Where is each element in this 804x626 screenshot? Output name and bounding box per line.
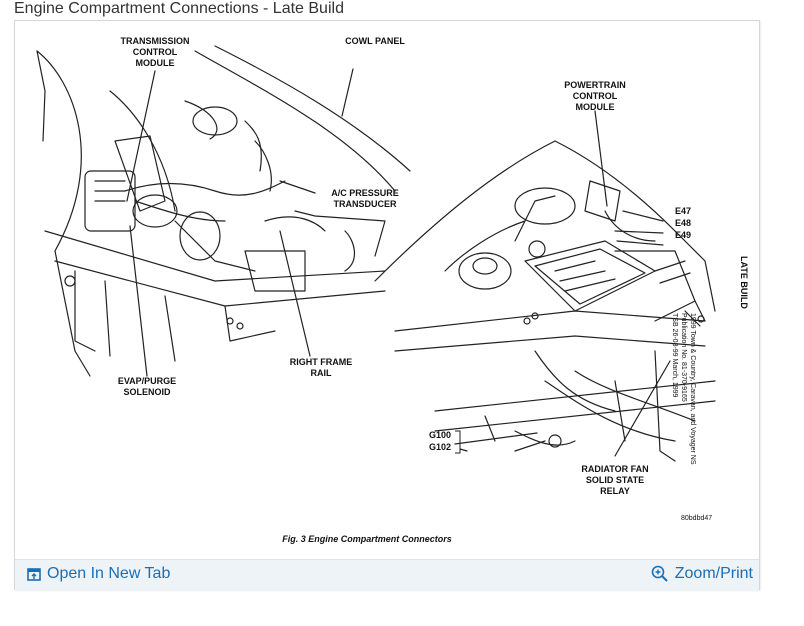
open-in-new-tab-icon bbox=[27, 567, 41, 581]
figure-card: TRANSMISSION CONTROL MODULE COWL PANEL P… bbox=[14, 20, 760, 590]
svg-text:Publication No. 81-370-9165: Publication No. 81-370-9165 bbox=[680, 313, 687, 402]
svg-text:MODULE: MODULE bbox=[136, 58, 175, 68]
svg-text:CONTROL: CONTROL bbox=[133, 47, 178, 57]
label-ac-pressure-transducer: A/C PRESSURE TRANSDUCER bbox=[331, 188, 399, 209]
zoom-print-label: Zoom/Print bbox=[674, 565, 753, 582]
svg-text:MODULE: MODULE bbox=[576, 102, 615, 112]
label-transmission-control-module: TRANSMISSION CONTROL MODULE bbox=[120, 36, 189, 68]
label-e48: E48 bbox=[675, 218, 691, 228]
svg-text:A/C PRESSURE: A/C PRESSURE bbox=[331, 188, 399, 198]
figure-caption: Fig. 3 Engine Compartment Connectors bbox=[282, 534, 452, 544]
late-build-side-label: LATE BUILD bbox=[739, 256, 749, 309]
figure-toolbar: Open In New Tab Zoom/Print bbox=[15, 559, 759, 590]
label-radiator-fan-relay: RADIATOR FAN SOLID STATE RELAY bbox=[581, 464, 648, 496]
svg-text:SOLID STATE: SOLID STATE bbox=[586, 475, 644, 485]
open-in-new-tab-link[interactable]: Open In New Tab bbox=[27, 565, 170, 583]
diagram-line-art bbox=[36, 45, 716, 462]
svg-text:EVAP/PURGE: EVAP/PURGE bbox=[118, 376, 176, 386]
label-cowl-panel: COWL PANEL bbox=[345, 36, 405, 46]
label-powertrain-control-module: POWERTRAIN CONTROL MODULE bbox=[564, 80, 626, 112]
svg-text:CONTROL: CONTROL bbox=[573, 91, 618, 101]
svg-text:1999 Town & Country, Caravan,: 1999 Town & Country, Caravan, and Voyage… bbox=[689, 313, 696, 465]
publication-note: 1999 Town & Country, Caravan, and Voyage… bbox=[671, 313, 696, 465]
label-g102: G102 bbox=[429, 442, 451, 452]
svg-text:RELAY: RELAY bbox=[600, 486, 630, 496]
label-right-frame-rail: RIGHT FRAME RAIL bbox=[290, 357, 353, 378]
label-g100: G100 bbox=[429, 430, 451, 440]
engine-compartment-diagram[interactable]: TRANSMISSION CONTROL MODULE COWL PANEL P… bbox=[15, 21, 759, 557]
page-title: Engine Compartment Connections - Late Bu… bbox=[14, 0, 344, 17]
magnifier-plus-icon bbox=[651, 565, 669, 583]
label-e49: E49 bbox=[675, 230, 691, 240]
open-in-new-tab-label: Open In New Tab bbox=[47, 565, 171, 582]
label-evap-purge-solenoid: EVAP/PURGE SOLENOID bbox=[118, 376, 176, 397]
svg-text:RADIATOR FAN: RADIATOR FAN bbox=[581, 464, 648, 474]
zoom-print-link[interactable]: Zoom/Print bbox=[651, 565, 753, 583]
image-code: 80bdbd47 bbox=[681, 515, 712, 522]
svg-text:POWERTRAIN: POWERTRAIN bbox=[564, 80, 626, 90]
svg-text:SOLENOID: SOLENOID bbox=[123, 387, 171, 397]
svg-text:TSB 26-03-99 March, 1999: TSB 26-03-99 March, 1999 bbox=[671, 313, 678, 398]
svg-text:RAIL: RAIL bbox=[311, 368, 332, 378]
svg-text:RIGHT FRAME: RIGHT FRAME bbox=[290, 357, 353, 367]
ground-bracket bbox=[455, 430, 461, 454]
svg-text:TRANSDUCER: TRANSDUCER bbox=[334, 199, 398, 209]
svg-text:TRANSMISSION: TRANSMISSION bbox=[120, 36, 189, 46]
label-e47: E47 bbox=[675, 206, 691, 216]
